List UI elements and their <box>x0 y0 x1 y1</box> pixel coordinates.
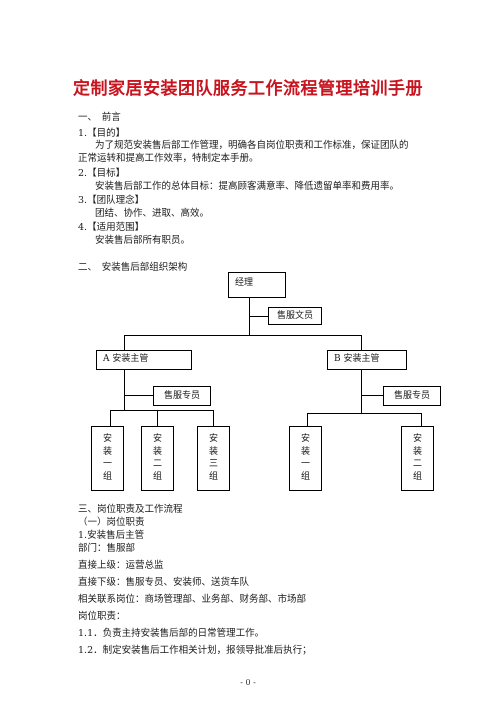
role-line: 相关联系岗位：商场管理部、业务部、财务部、市场部 <box>78 594 307 605</box>
org-connector <box>124 370 125 410</box>
org-group-b2-box: 安装二组 <box>401 426 434 491</box>
item2-line1: 安装售后部工作的总体目标：提高顾客满意率、降低遗留单率和费用率。 <box>95 181 400 192</box>
org-connector <box>110 410 111 426</box>
org-connector <box>361 335 362 350</box>
role-title: 1.安装售后主管 <box>78 530 145 541</box>
org-connector <box>307 413 308 426</box>
page-title: 定制家居安装团队服务工作流程管理培训手册 <box>73 79 423 99</box>
item1-line1: 为了规范安装售后部工作管理，明确各自岗位职责和工作标准，保证团队的 <box>95 140 409 151</box>
org-connector <box>157 410 158 426</box>
org-group-b1-box: 安装一组 <box>289 426 322 491</box>
org-clerk-box: 售服文员 <box>268 307 322 325</box>
item4-label: 4.【适用范围】 <box>78 222 145 233</box>
org-connector <box>421 413 422 426</box>
section1-heading: 一、 前言 <box>78 112 121 123</box>
org-connector <box>361 370 362 413</box>
role-line: 1.2．制定安装售后工作相关计划，报领导批准后执行； <box>78 645 312 656</box>
org-group-a3-box: 安装三组 <box>197 426 230 491</box>
section3-heading: 三、岗位职责及工作流程 <box>78 504 183 515</box>
org-connector <box>307 413 421 414</box>
org-connector <box>213 410 214 426</box>
item3-label: 3.【团队理念】 <box>78 195 145 206</box>
item1-label: 1.【目的】 <box>78 128 126 139</box>
org-group-a1-box: 安装一组 <box>91 426 124 491</box>
role-line: 1.1．负责主持安装售后部的日常管理工作。 <box>78 628 265 639</box>
section3-sub-heading: （一）岗位职责 <box>78 517 145 528</box>
org-specialist-a-box: 售服专员 <box>153 386 211 406</box>
page-number: - 0 - <box>240 678 256 687</box>
org-connector <box>249 316 268 317</box>
org-supervisor-b-box: B 安装主管 <box>327 350 407 370</box>
role-line: 直接下级：售服专员、安装师、送货车队 <box>78 577 250 588</box>
org-group-a2-box: 安装二组 <box>141 426 174 491</box>
section2-heading: 二、 安装售后部组织架构 <box>78 262 188 273</box>
org-connector <box>110 410 213 411</box>
item4-line1: 安装售后部所有职员。 <box>95 235 191 246</box>
org-connector <box>361 395 383 396</box>
org-connector <box>124 395 153 396</box>
org-supervisor-a-box: A 安装主管 <box>96 350 192 370</box>
item2-label: 2.【目标】 <box>78 168 126 179</box>
item3-line1: 团结、协作、进取、高效。 <box>95 208 210 219</box>
org-specialist-b-box: 售服专员 <box>383 386 441 406</box>
item1-line2: 正常运转和提高工作效率，特制定本手册。 <box>78 153 259 164</box>
role-line: 直接上级：运营总监 <box>78 560 164 571</box>
role-line: 部门：售服部 <box>78 543 136 554</box>
org-connector <box>124 335 361 336</box>
role-line: 岗位职责： <box>78 611 126 622</box>
org-manager-box: 经理 <box>228 272 286 298</box>
org-connector <box>124 335 125 350</box>
